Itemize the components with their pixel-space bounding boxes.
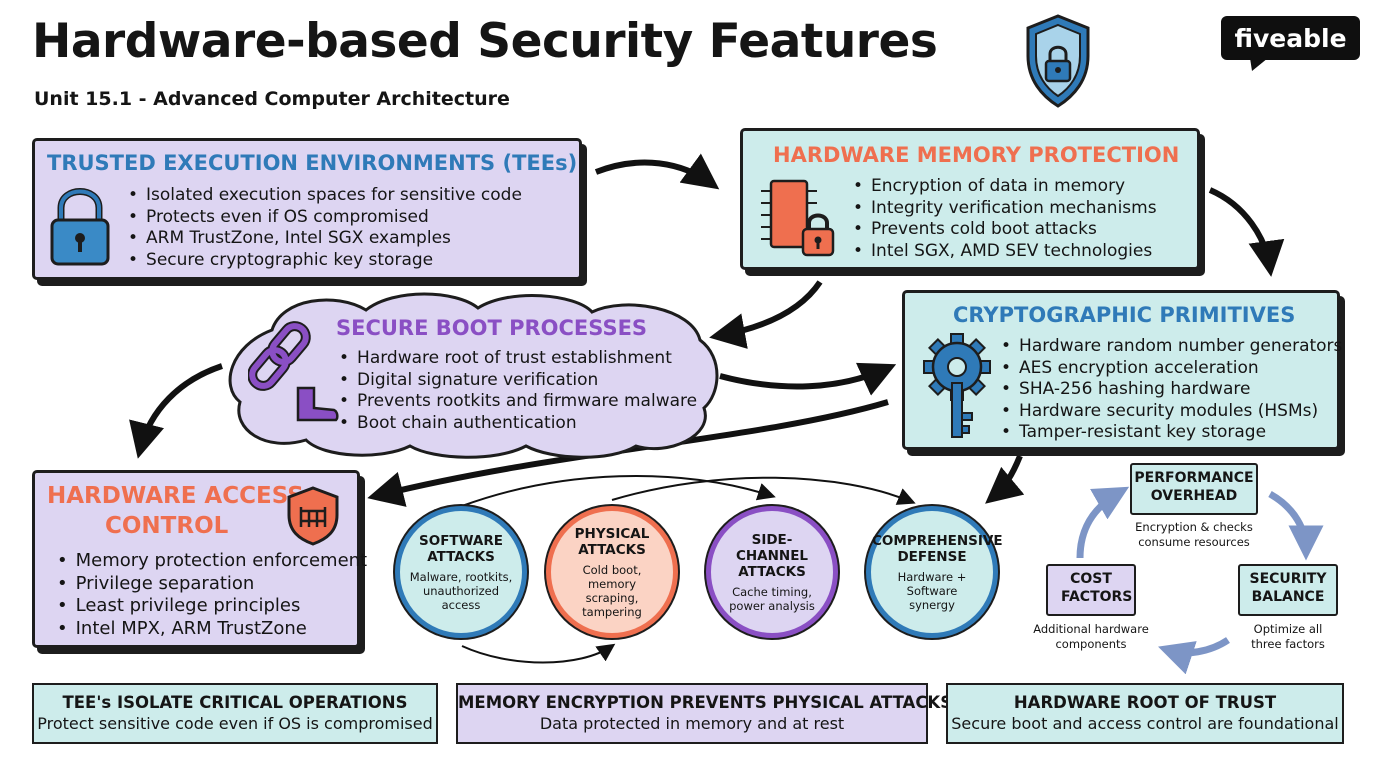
access-bullet: Privilege separation [57,573,367,596]
memory-bullet: Intel SGX, AMD SEV technologies [853,241,1157,263]
access-title-line1: HARDWARE ACCESS [47,483,304,509]
page-title: Hardware-based Security Features [32,14,938,69]
secure-boot-box: SECURE BOOT PROCESSES Hardware root of t… [226,290,722,460]
banner-title: HARDWARE ROOT OF TRUST [1013,693,1277,712]
boot-bullet: Prevents rootkits and firmware malware [339,391,697,413]
padlock-icon [50,188,110,266]
crypto-bullet: Tamper-resistant key storage [1001,422,1342,444]
page-subtitle: Unit 15.1 - Advanced Computer Architectu… [34,88,510,110]
access-bullet: Intel MPX, ARM TrustZone [57,618,367,641]
attack-title: SIDE-CHANNEL ATTACKS [735,531,809,580]
banner-tee: TEE's ISOLATE CRITICAL OPERATIONS Protec… [32,683,438,744]
memory-bullets: Encryption of data in memory Integrity v… [853,176,1157,262]
chain-boot-icon [248,321,339,422]
memory-protection-box: HARDWARE MEMORY PROTECTION Encryption of… [740,128,1200,270]
banner-title: TEE's ISOLATE CRITICAL OPERATIONS [62,693,408,712]
crypto-title: CRYPTOGRAPHIC PRIMITIVES [953,303,1296,327]
access-bullets: Memory protection enforcement Privilege … [57,550,367,640]
tee-title: TRUSTED EXECUTION ENVIRONMENTS (TEEs) [47,151,578,175]
tee-bullet: Secure cryptographic key storage [128,250,522,272]
performance-desc: Encryption & checks consume resources [1110,520,1278,550]
tee-bullet: ARM TrustZone, Intel SGX examples [128,228,522,250]
access-title-line2: CONTROL [105,513,229,539]
security-shield-icon [1026,14,1090,108]
tee-bullet: Isolated execution spaces for sensitive … [128,185,522,207]
attack-desc: Cache timing, power analysis [729,584,815,613]
attack-desc: Hardware + Software synergy [897,569,967,612]
boot-title: SECURE BOOT PROCESSES [336,316,648,340]
gear-key-icon [923,333,991,438]
crypto-bullets: Hardware random number generators AES en… [1001,336,1342,444]
cost-desc-line: Additional hardware [1033,622,1149,636]
balance-desc: Optimize all three factors [1230,622,1346,652]
attack-desc: Malware, rootkits, unauthorized access [409,569,513,612]
cost-factors-box: COST FACTORS [1046,564,1136,616]
banner-subtitle: Data protected in memory and at rest [539,714,845,733]
software-attacks-circle: SOFTWARE ATTACKS Malware, rootkits, unau… [395,506,527,638]
banner-subtitle: Protect sensitive code even if OS is com… [37,714,433,733]
cost-title: COST FACTORS [1061,571,1133,605]
banner-memory-encryption: MEMORY ENCRYPTION PREVENTS PHYSICAL ATTA… [456,683,953,744]
tee-bullet: Protects even if OS compromised [128,207,522,229]
crypto-bullet: Hardware random number generators [1001,336,1342,358]
crypto-primitives-box: CRYPTOGRAPHIC PRIMITIVES Hardware random… [902,290,1342,450]
balance-title: SECURITY BALANCE [1249,571,1327,605]
access-control-box: HARDWARE ACCESS CONTROL Memory protectio… [32,470,367,648]
security-balance-box: SECURITY BALANCE [1238,564,1338,616]
side-channel-attacks-circle: SIDE-CHANNEL ATTACKS Cache timing, power… [706,506,838,638]
attack-desc: Cold boot, memory scraping, tampering [582,562,642,619]
access-bullet: Least privilege principles [57,595,367,618]
balance-desc-line: Optimize all [1253,622,1323,636]
access-bullet: Memory protection enforcement [57,550,367,573]
memory-bullet: Prevents cold boot attacks [853,219,1157,241]
physical-attacks-circle: PHYSICAL ATTACKS Cold boot, memory scrap… [546,506,678,638]
memory-chip-lock-icon [761,179,835,257]
fiveable-logo: fiveable [1221,16,1360,60]
attack-title: COMPREHENSIVE DEFENSE [872,532,1003,565]
boot-bullet: Digital signature verification [339,370,697,392]
crypto-bullet: AES encryption acceleration [1001,358,1342,380]
cost-desc: Additional hardware components [1018,622,1164,652]
performance-desc-line: Encryption & checks [1135,520,1253,534]
memory-bullet: Encryption of data in memory [853,176,1157,198]
cost-desc-line: components [1055,637,1127,651]
performance-desc-line: consume resources [1138,535,1250,549]
boot-bullet: Hardware root of trust establishment [339,348,697,370]
crypto-bullet: Hardware security modules (HSMs) [1001,401,1342,423]
banner-root-of-trust: HARDWARE ROOT OF TRUST Secure boot and a… [946,683,1344,744]
comprehensive-defense-circle: COMPREHENSIVE DEFENSE Hardware + Softwar… [866,506,1003,638]
tee-box: TRUSTED EXECUTION ENVIRONMENTS (TEEs) Is… [32,138,582,280]
memory-bullet: Integrity verification mechanisms [853,198,1157,220]
boot-bullets: Hardware root of trust establishment Dig… [339,348,697,434]
boot-bullet: Boot chain authentication [339,413,697,435]
banner-title: MEMORY ENCRYPTION PREVENTS PHYSICAL ATTA… [458,693,953,712]
balance-desc-line: three factors [1251,637,1325,651]
attack-title: SOFTWARE ATTACKS [419,532,503,565]
attack-title: PHYSICAL ATTACKS [574,525,650,558]
banner-subtitle: Secure boot and access control are found… [951,714,1339,733]
crypto-bullet: SHA-256 hashing hardware [1001,379,1342,401]
performance-overhead-box: PERFORMANCE OVERHEAD [1130,463,1258,515]
memory-title: HARDWARE MEMORY PROTECTION [773,143,1180,167]
logo-tail [1250,58,1268,71]
performance-title: PERFORMANCE OVERHEAD [1134,470,1254,504]
tee-bullets: Isolated execution spaces for sensitive … [128,185,522,271]
shield-gate-icon [287,486,339,546]
